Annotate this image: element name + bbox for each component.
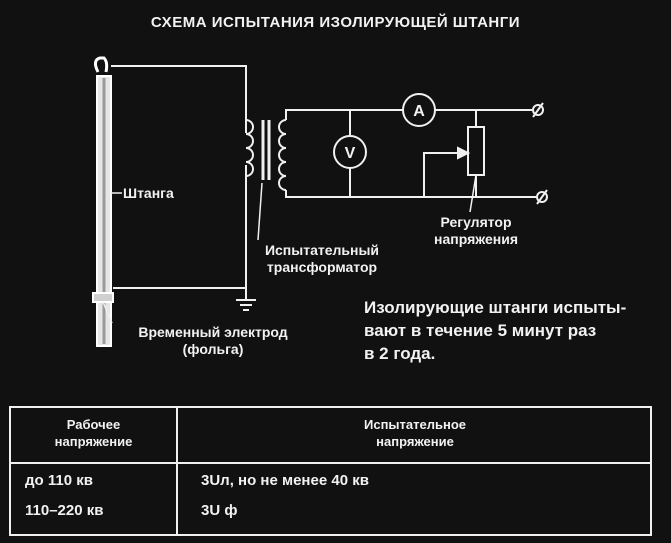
temporary-electrode	[92, 292, 114, 303]
note-line2: вают в течение 5 минут раз	[364, 321, 597, 340]
test-period-note: Изолирующие штанги испыты- вают в течени…	[364, 296, 664, 365]
table-row-2-test: 3U ф	[201, 502, 238, 519]
terminal-bottom-slash	[536, 189, 548, 205]
electrode-label: Временный электрод (фольга)	[113, 324, 313, 358]
regulator-slider-wire	[404, 152, 462, 198]
terminal-bottom	[536, 191, 548, 203]
regulator-leader	[469, 174, 477, 213]
terminal-top	[532, 104, 544, 116]
regulator-label-line1: Регулятор	[440, 214, 512, 230]
transformer-secondary-coil	[278, 119, 287, 191]
transformer-leader	[257, 182, 263, 241]
regulator-body	[467, 126, 485, 176]
wire-secondary-top	[285, 109, 403, 120]
note-line3: в 2 года.	[364, 344, 436, 363]
table-row-2-working: 110–220 кв	[25, 502, 104, 519]
rod-label: Штанга	[123, 185, 174, 201]
wire-secondary-bottom	[285, 190, 538, 198]
voltmeter-label: V	[345, 145, 356, 162]
transformer-label-line1: Испытательный	[264, 242, 380, 258]
table-row-1-working: до 110 кв	[25, 472, 93, 489]
table-header-working-line2: напряжение	[54, 434, 133, 449]
wire-bottom-primary	[113, 165, 247, 289]
transformer-primary-coil	[245, 119, 254, 177]
rod-hook	[93, 56, 109, 73]
voltage-table: Рабочее напряжение Испытательное напряже…	[9, 406, 652, 536]
electrode-leader	[102, 301, 113, 324]
transformer-label-line2: трансформатор	[266, 259, 378, 275]
table-row-1-test: 3Uл, но не менее 40 кв	[201, 472, 369, 489]
electrode-label-line1: Временный электрод	[138, 324, 288, 340]
table-header-test-line1: Испытательное	[364, 417, 466, 432]
table-header-test: Испытательное напряжение	[178, 416, 652, 450]
regulator-label: Регулятор напряжения	[416, 214, 536, 248]
transformer-label: Испытательный трансформатор	[236, 242, 408, 276]
table-header-working: Рабочее напряжение	[11, 416, 176, 450]
table-header-test-line2: напряжение	[376, 434, 454, 449]
table-header-divider	[11, 462, 650, 464]
ammeter-label: A	[413, 103, 425, 120]
regulator-label-line2: напряжения	[434, 231, 518, 247]
wire-top-primary	[111, 65, 247, 133]
diagram-title: СХЕМА ИСПЫТАНИЯ ИЗОЛИРУЮЩЕЙ ШТАНГИ	[150, 14, 521, 31]
circuit-schematic: A V	[92, 56, 548, 347]
regulator-slider-arrow	[457, 146, 471, 160]
table-column-divider	[176, 408, 178, 534]
electrode-label-line2: (фольга)	[182, 341, 244, 357]
terminal-top-slash	[532, 102, 544, 118]
note-line1: Изолирующие штанги испыты-	[364, 298, 627, 317]
table-header-working-line1: Рабочее	[66, 417, 121, 432]
